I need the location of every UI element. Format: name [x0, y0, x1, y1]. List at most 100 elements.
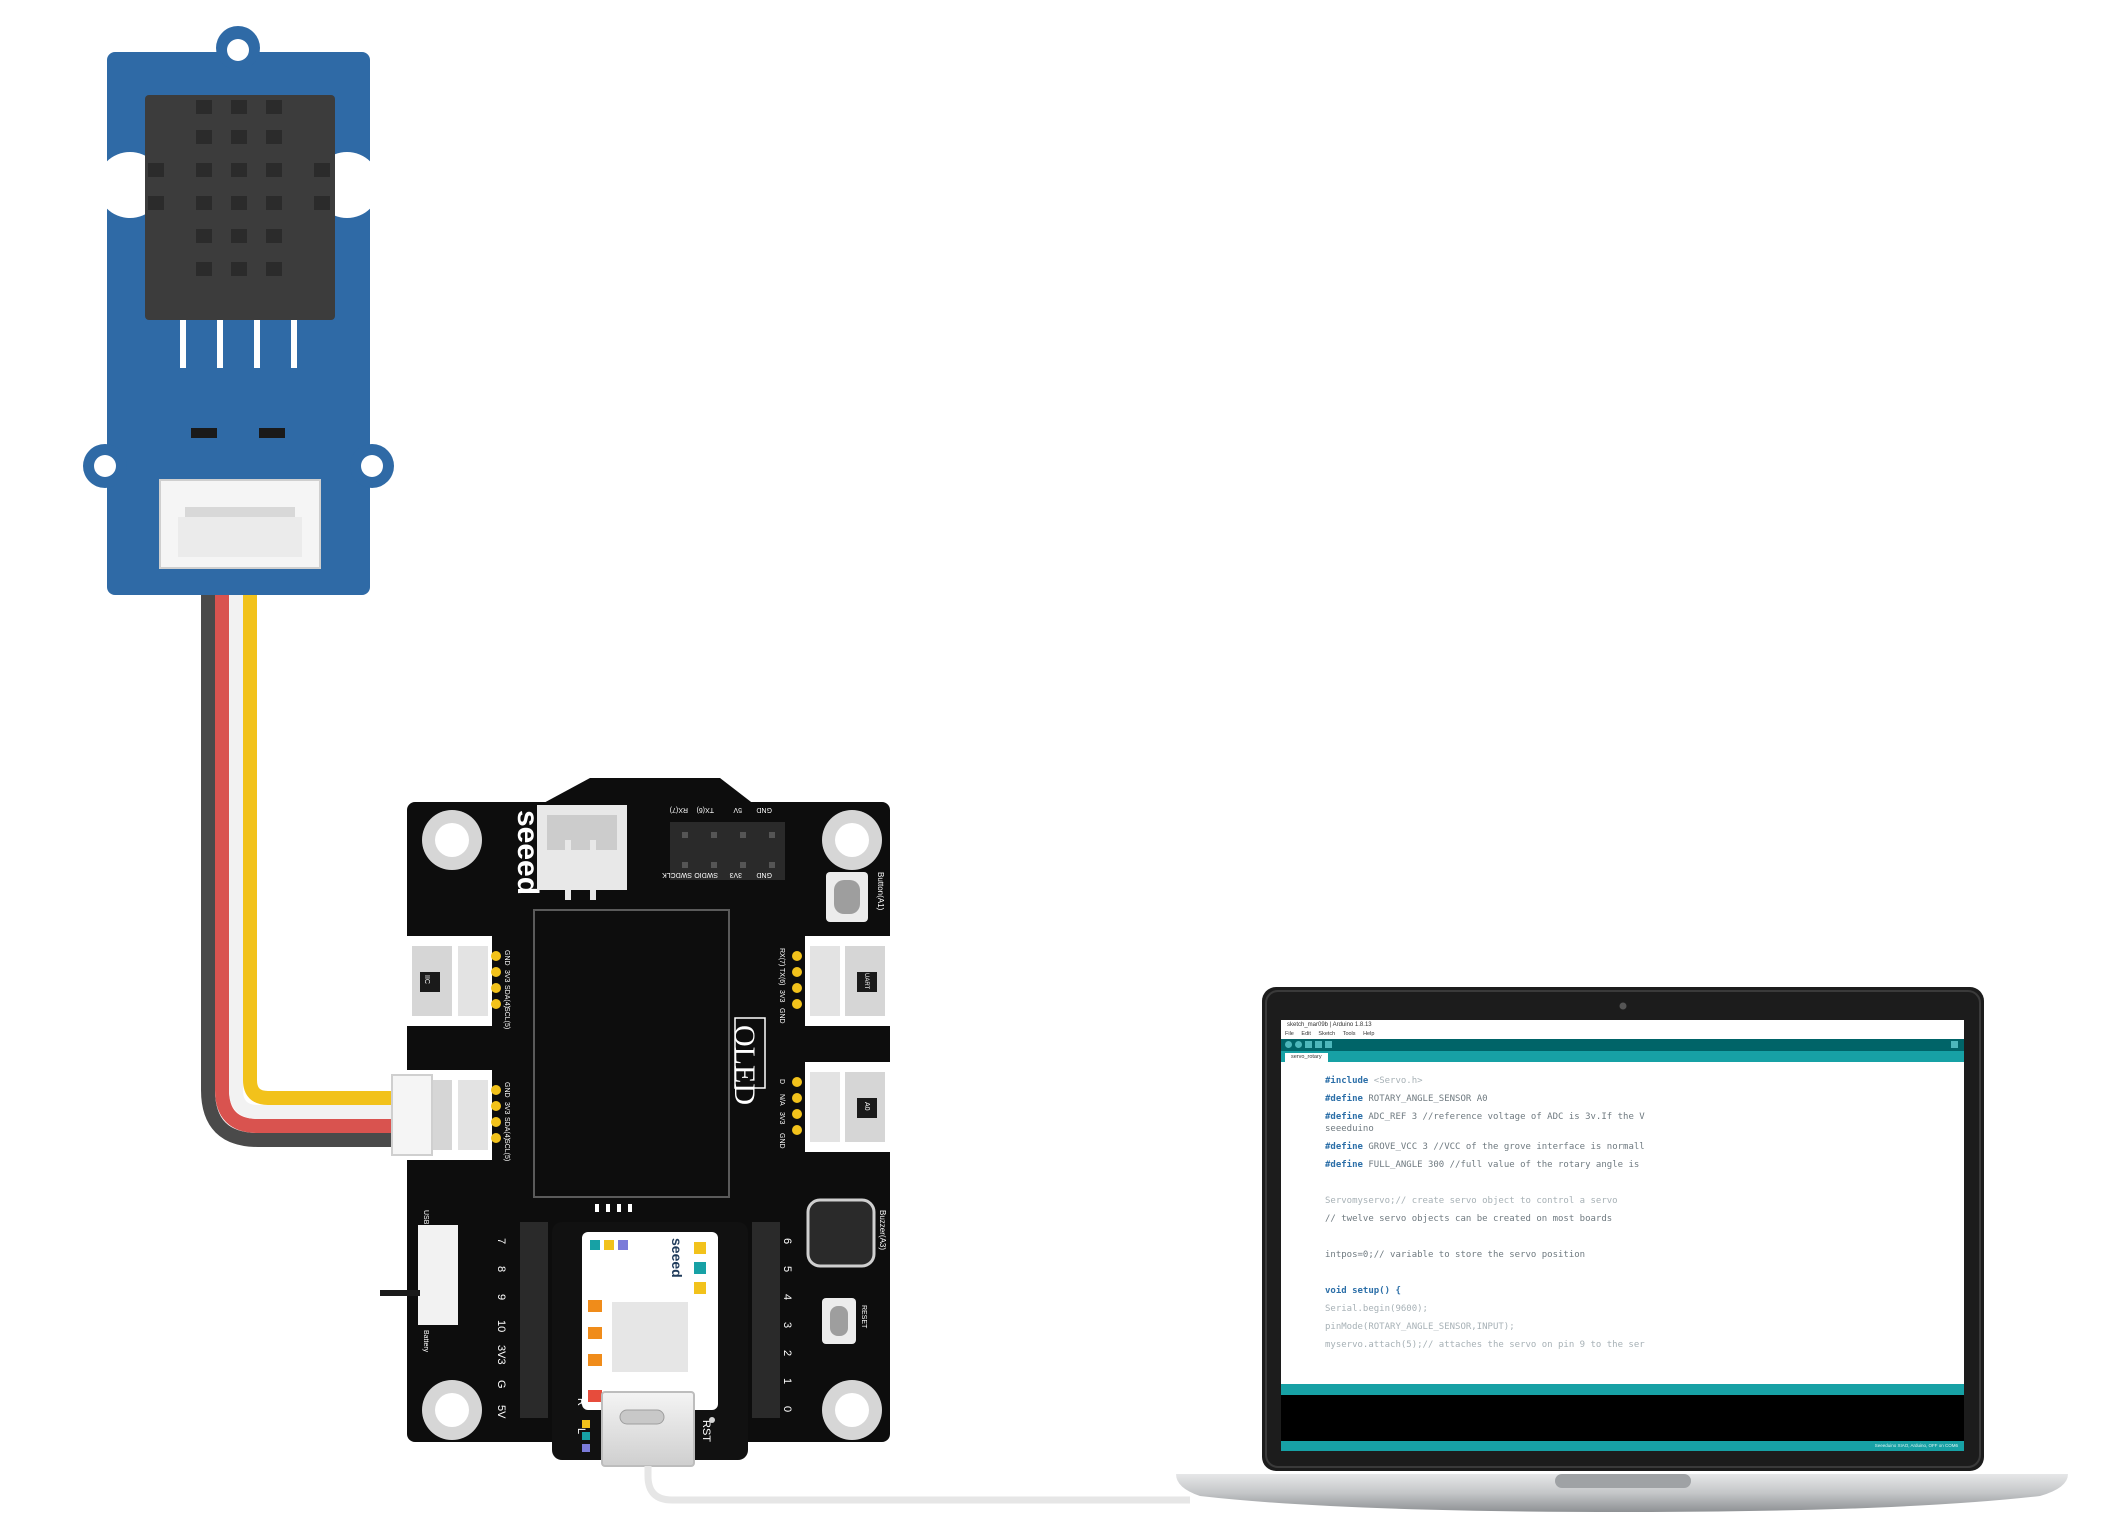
right-pin-label-2: 4	[781, 1294, 793, 1300]
xiao-led-l: L	[575, 1428, 587, 1434]
sketch-tab[interactable]: servo_rotary	[1285, 1053, 1328, 1062]
board-status: Seeeduino XIAO, Arduino, OFF on COM6	[1874, 1443, 1958, 1448]
right-port1-label-1: TX(6)	[778, 968, 785, 986]
header-label-swdclk: SWDCLK	[662, 871, 692, 878]
port-tag-uart: UART	[863, 973, 869, 990]
right-port1-label-0: RX(7)	[778, 948, 785, 966]
left-port2-label-2: SDA(4)	[503, 1117, 510, 1140]
button-label: Button(A1)	[876, 872, 885, 911]
xiao-socket-right	[752, 1222, 780, 1418]
xiao-side-leds	[588, 1300, 602, 1402]
new-button[interactable]	[1305, 1041, 1312, 1048]
port-tag-a0: A0	[863, 1102, 870, 1111]
header-label-tx: TX(6)	[697, 806, 715, 813]
header-label-rx: RX(7)	[670, 806, 688, 813]
menu-tools[interactable]: Tools	[1342, 1031, 1356, 1037]
oled-flex-pins	[595, 1204, 632, 1212]
right-grove-port-a0: A0	[805, 1062, 890, 1152]
header-label-swdio: SWDIO	[694, 871, 718, 878]
code-line: #define ADC_REF 3 //reference voltage of…	[1325, 1112, 1645, 1122]
code-line: void setup() {	[1325, 1286, 1401, 1296]
right-pin-labels: 6 5 4 3 2 1 0	[781, 1238, 793, 1412]
code-editor[interactable]: #include <Servo.h> #define ROTARY_ANGLE_…	[1281, 1062, 1964, 1384]
reset-label: RESET	[860, 1305, 867, 1329]
board-top-bump	[540, 778, 755, 805]
serial-monitor-button[interactable]	[1951, 1041, 1958, 1048]
mount-hole	[94, 455, 116, 477]
usb-cable	[644, 1466, 1190, 1504]
right-pin-label-0: 6	[781, 1238, 793, 1244]
left-pin-label-0: 7	[495, 1238, 507, 1244]
cable-wire-yellow	[243, 575, 410, 1105]
header-top-labels: GND 5V TX(6) RX(7) GND 3V3 SWDIO SWDCLK	[662, 806, 772, 878]
laptop-camera	[1619, 1002, 1627, 1010]
right-port2-label-0: D	[778, 1079, 785, 1084]
right-pin-label-5: 1	[781, 1378, 793, 1384]
right-pin-label-3: 3	[781, 1322, 793, 1328]
code-line: #define GROVE_VCC 3 //VCC of the grove i…	[1325, 1142, 1645, 1152]
sensor-vent-grid	[148, 100, 330, 276]
xiao-rst-label: RST	[700, 1420, 712, 1442]
sensor-pins	[180, 320, 297, 368]
code-line: pinMode(ROTARY_ANGLE_SENSOR,INPUT);	[1325, 1322, 1515, 1332]
microcontroller-board-icon: seeed GND 5V TX(6) RX(7) GND 3V3 SWDIO S…	[380, 778, 890, 1467]
open-button[interactable]	[1315, 1041, 1322, 1048]
code-line: myservo.attach(5);// attaches the servo …	[1325, 1340, 1645, 1350]
code-line: #define FULL_ANGLE 300 //full value of t…	[1325, 1160, 1640, 1170]
code-line: Servomyservo;// create servo object to c…	[1325, 1196, 1618, 1206]
ide-statusbar: Seeeduino XIAO, Arduino, OFF on COM6	[1281, 1441, 1964, 1451]
right-port2-label-1: N/A	[778, 1094, 785, 1106]
oled-label: OLED	[728, 1025, 761, 1105]
menu-file[interactable]: File	[1285, 1031, 1294, 1037]
save-button[interactable]	[1325, 1041, 1332, 1048]
right-port2-label-2: 3V3	[778, 1112, 785, 1125]
left-port2-label-1: 3V3	[503, 1102, 510, 1115]
menu-edit[interactable]: Edit	[1301, 1031, 1311, 1037]
buzzer-label: Buzzer(A3)	[878, 1210, 887, 1250]
right-port2-label-3: GND	[778, 1133, 785, 1149]
menu-sketch[interactable]: Sketch	[1318, 1031, 1336, 1037]
right-port-pads	[792, 951, 802, 1135]
mount-hole	[361, 455, 383, 477]
menu-help[interactable]: Help	[1363, 1031, 1375, 1037]
right-pin-label-1: 5	[781, 1266, 793, 1272]
xiao-brand: seeed	[669, 1238, 685, 1278]
right-pin-label-4: 2	[781, 1350, 793, 1356]
right-pin-label-6: 0	[781, 1406, 793, 1412]
cable-plug	[391, 1074, 433, 1156]
port-tag-iic: IIC	[423, 975, 430, 984]
left-pin-label-6: 5V	[495, 1405, 507, 1419]
ide-tabbar: servo_rotary	[1281, 1051, 1964, 1062]
code-line: #define ROTARY_ANGLE_SENSOR A0	[1325, 1094, 1488, 1104]
code-lines: #include <Servo.h> #define ROTARY_ANGLE_…	[1325, 1062, 1945, 1384]
ide-message-bar	[1281, 1384, 1964, 1395]
code-line: Serial.begin(9600);	[1325, 1304, 1428, 1314]
cable-wire-white	[229, 575, 410, 1119]
pin-header	[670, 822, 785, 880]
upload-button[interactable]	[1295, 1041, 1302, 1048]
code-line: // twelve servo objects can be created o…	[1325, 1214, 1613, 1224]
xiao-module: seeed R L RST	[552, 1222, 748, 1460]
left-pin-labels: 7 8 9 10 3V3 G 5V	[495, 1238, 507, 1419]
left-port2-label-0: GND	[503, 1082, 510, 1098]
left-grove-port-iic: IIC	[407, 936, 492, 1026]
oled-display	[533, 909, 730, 1198]
header-label-5v: 5V	[733, 806, 742, 813]
header-label-gnd: GND	[756, 806, 772, 813]
temperature-humidity-sensor-icon	[83, 26, 394, 595]
usb-c-connector-icon	[601, 1391, 695, 1467]
switch-battery-label: Battery	[422, 1330, 429, 1353]
buzzer	[806, 1198, 876, 1268]
mount-hole	[227, 39, 249, 61]
left-pin-label-2: 9	[495, 1294, 507, 1300]
left-port1-label-3: SCL(5)	[503, 1007, 510, 1029]
right-grove-port-uart: UART	[805, 936, 890, 1026]
ide-window: sketch_mar09b | Arduino 1.8.13 File Edit…	[1281, 1020, 1964, 1451]
ide-console	[1281, 1395, 1964, 1441]
ide-titlebar: sketch_mar09b | Arduino 1.8.13	[1281, 1020, 1964, 1030]
cable-wire-black	[201, 575, 410, 1147]
code-line: seeeduino	[1325, 1124, 1374, 1134]
grove-cable	[201, 575, 410, 1147]
left-port2-label-3: SCL(5)	[503, 1139, 510, 1161]
verify-button[interactable]	[1285, 1041, 1292, 1048]
